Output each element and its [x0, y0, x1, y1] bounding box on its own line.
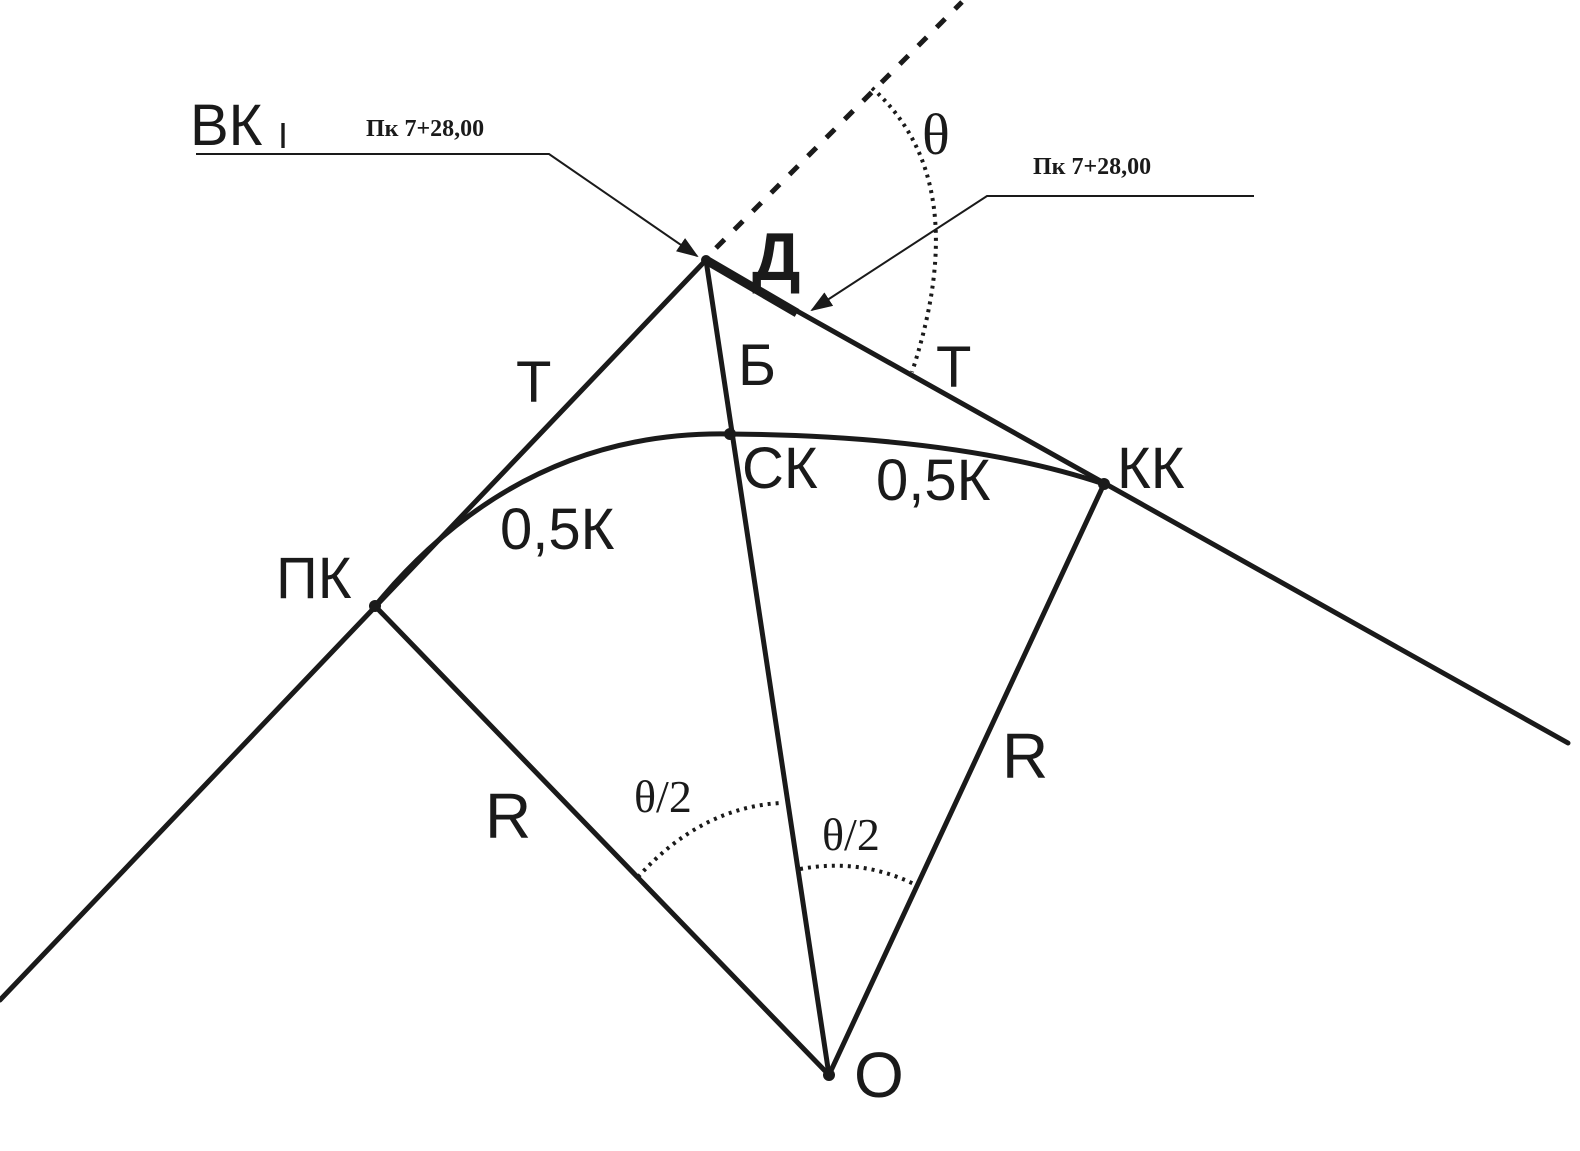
r-right-label: R	[1002, 720, 1048, 792]
half-k-left-label: 0,5К	[500, 497, 615, 562]
right-tangent-line	[703, 257, 1571, 746]
r-left-label: R	[485, 780, 531, 852]
theta-label: θ	[922, 102, 950, 167]
left-tangent-line	[0, 257, 709, 1003]
bisector-line	[703, 257, 832, 1078]
vertex-point	[701, 255, 711, 265]
radius-left-line	[372, 603, 832, 1078]
pk-point	[369, 600, 381, 612]
center-o-label: O	[854, 1039, 904, 1111]
theta-half-right-arc	[799, 863, 915, 886]
theta-half-left-label: θ/2	[634, 771, 692, 822]
vk-subscript-label: I	[278, 115, 288, 156]
t-left-label: Т	[516, 350, 551, 415]
t-right-label: Т	[936, 335, 971, 400]
half-k-right-label: 0,5К	[876, 448, 991, 513]
sk-label: СК	[742, 436, 818, 501]
left-leader-line	[196, 153, 699, 258]
theta-half-right-label: θ/2	[822, 809, 880, 860]
b-label: Б	[738, 333, 776, 398]
kk-label: КК	[1117, 436, 1185, 501]
tangent-extension-dashed	[714, 0, 964, 250]
center-point-o	[823, 1069, 835, 1081]
domer-segment	[703, 256, 800, 317]
sk-point	[724, 428, 736, 440]
theta-half-left-arc	[636, 801, 781, 879]
radius-right-line	[826, 481, 1107, 1078]
theta-angle-arc	[870, 86, 938, 373]
pk-label: ПК	[276, 546, 352, 611]
right-leader-line	[810, 195, 1254, 312]
circular-curve-arc	[372, 431, 1107, 609]
kk-point	[1098, 478, 1110, 490]
picket-label-left: Пк 7+28,00	[366, 116, 484, 142]
d-label: Д	[752, 219, 800, 295]
picket-label-right: Пк 7+28,00	[1033, 154, 1151, 180]
vk-label: ВК	[190, 93, 263, 158]
